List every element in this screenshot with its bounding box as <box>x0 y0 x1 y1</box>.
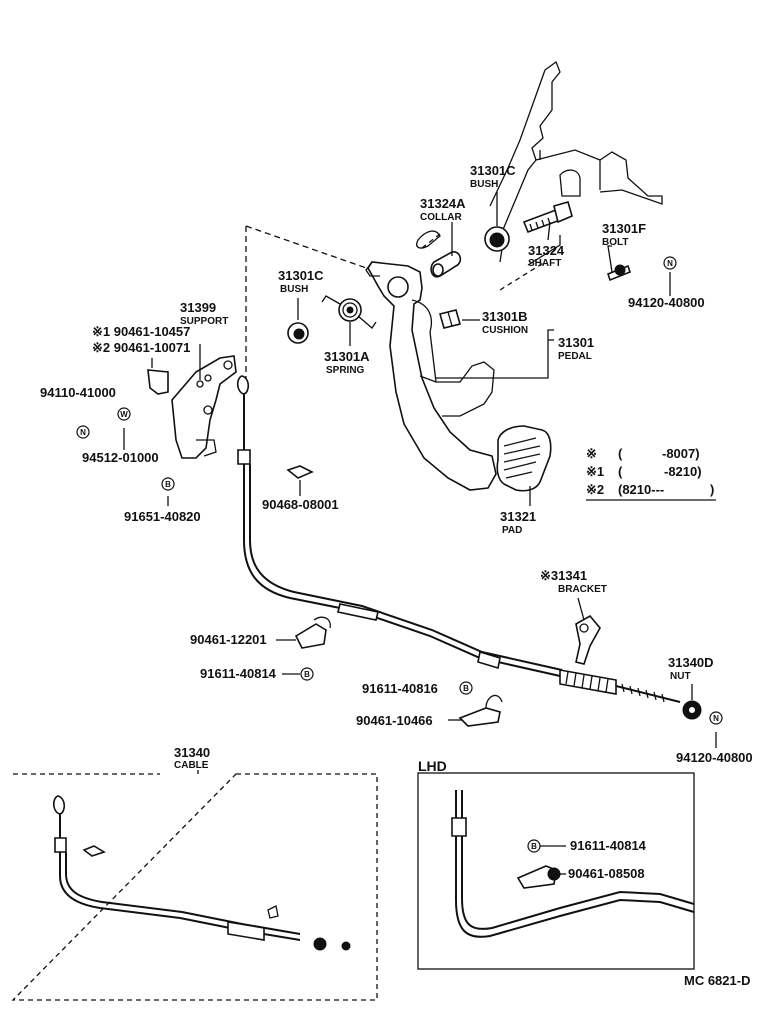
part-name: PAD <box>502 525 522 536</box>
part-number: 94120-40800 <box>676 750 753 765</box>
part-name: SPRING <box>326 365 365 376</box>
legend-mark: ※1 <box>586 464 604 479</box>
shaft-part <box>522 201 573 234</box>
marker-b-icon: B <box>459 681 473 695</box>
part-name: BOLT <box>602 237 628 248</box>
support-bracket <box>147 355 237 459</box>
part-number: 91611-40816 <box>362 681 438 696</box>
svg-text:N: N <box>667 259 673 268</box>
part-number: 91611-40814 <box>200 666 277 681</box>
part-number: 91611-40814 <box>570 838 647 853</box>
marker-n-icon: N <box>709 711 723 725</box>
part-number: 91651-40820 <box>124 509 201 524</box>
part-name: CUSHION <box>482 325 528 336</box>
legend-paren: (8210--- <box>618 482 664 497</box>
part-number: 31324A <box>420 196 466 211</box>
legend-mark: ※ <box>586 446 597 461</box>
cable-clip-right <box>458 694 503 727</box>
part-number: ※31341 <box>540 568 587 583</box>
marker-b-icon: B <box>527 839 541 853</box>
nut-part <box>682 700 702 720</box>
pedal-pad <box>496 425 552 492</box>
guide-line <box>245 225 373 271</box>
part-name: BUSH <box>280 284 308 295</box>
inset-cable-box <box>11 770 378 1001</box>
part-number: 31301A <box>324 349 370 364</box>
part-number: 90461-08508 <box>568 866 645 881</box>
svg-text:W: W <box>120 410 128 419</box>
part-number: 90461-10466 <box>356 713 433 728</box>
marker-n-icon: N <box>663 256 677 270</box>
legend-paren: ( <box>618 446 623 461</box>
part-number: 31301C <box>278 268 324 283</box>
svg-text:B: B <box>165 480 171 489</box>
svg-text:N: N <box>80 428 86 437</box>
part-number: ※1 90461-10457 <box>92 324 190 339</box>
spring-clip <box>416 230 441 249</box>
diagram-code: MC 6821-D <box>684 973 750 988</box>
legend-value: -8007) <box>662 446 700 461</box>
pedal-mount-bracket <box>489 60 663 266</box>
part-number: 31301C <box>470 163 516 178</box>
part-number: 31340 <box>174 745 210 760</box>
part-number: 31301F <box>602 221 646 236</box>
part-labels: 31301C BUSH 31324A COLLAR 31324 SHAFT 31… <box>40 163 753 881</box>
part-number: 31301B <box>482 309 528 324</box>
svg-text:B: B <box>531 842 537 851</box>
legend-value: -8210) <box>664 464 702 479</box>
part-number: 90461-12201 <box>190 632 267 647</box>
brake-pedal-arm <box>365 261 497 491</box>
cushion-part <box>439 309 461 329</box>
part-name: CABLE <box>174 760 209 771</box>
part-name: PEDAL <box>558 351 592 362</box>
part-name: BUSH <box>470 179 498 190</box>
part-name: COLLAR <box>420 212 462 223</box>
part-number: 31324 <box>528 243 565 258</box>
bush-part-lower <box>287 322 309 344</box>
part-name: SUPPORT <box>180 316 228 327</box>
cable-clip-clamp <box>294 616 331 649</box>
part-name: SHAFT <box>528 258 561 269</box>
legend: ※ ( -8007) ※1 ( -8210) ※2 (8210--- ) <box>586 446 716 501</box>
svg-text:B: B <box>304 670 310 679</box>
bush-part-upper <box>484 226 510 252</box>
marker-w-icon: W <box>117 407 131 421</box>
guide-line <box>421 233 441 249</box>
svg-text:N: N <box>713 714 719 723</box>
marker-b-icon: B <box>161 477 175 491</box>
marker-n-icon: N <box>76 425 90 439</box>
part-number: 94110-41000 <box>40 385 116 400</box>
part-name: NUT <box>670 671 691 682</box>
inset-lhd-label: LHD <box>418 758 447 774</box>
clip-part <box>286 465 314 479</box>
pedal-cable <box>236 375 681 703</box>
part-number: ※2 90461-10071 <box>92 340 190 355</box>
part-number: 90468-08001 <box>262 497 339 512</box>
part-number: 31301 <box>558 335 594 350</box>
part-number: 94120-40800 <box>628 295 705 310</box>
part-number: 31399 <box>180 300 216 315</box>
return-spring <box>321 295 377 329</box>
part-name: BRACKET <box>558 584 607 595</box>
legend-mark: ※2 <box>586 482 604 497</box>
svg-text:B: B <box>463 684 469 693</box>
legend-paren: ( <box>618 464 623 479</box>
leader-lines <box>123 192 717 748</box>
collar-part <box>430 251 462 278</box>
part-number: 31321 <box>500 509 536 524</box>
part-number: 94512-01000 <box>82 450 159 465</box>
bracket-part <box>575 614 601 665</box>
marker-b-icon: B <box>300 667 314 681</box>
bolt-part <box>607 264 631 282</box>
part-number: 31340D <box>668 655 714 670</box>
inset-lhd-box: LHD <box>417 758 695 970</box>
legend-value: ) <box>710 482 714 497</box>
